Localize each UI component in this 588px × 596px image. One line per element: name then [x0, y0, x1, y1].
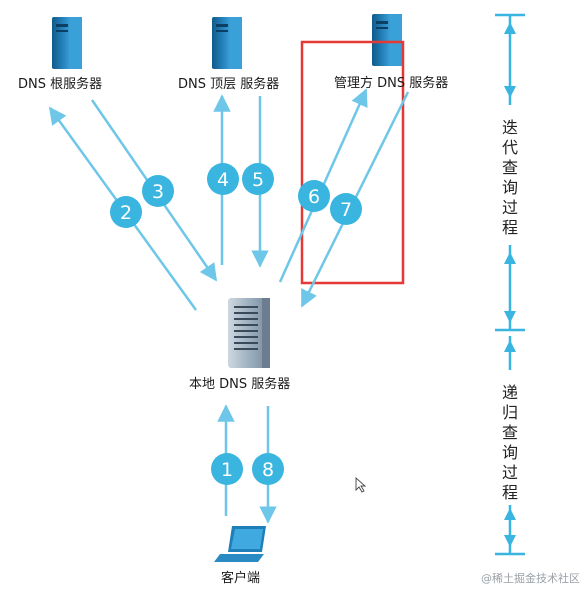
local-server-label: 本地 DNS 服务器 — [189, 377, 291, 392]
step-label-4: 4 — [217, 169, 229, 191]
step-label-3: 3 — [152, 181, 164, 203]
step-label-6: 6 — [308, 186, 320, 208]
laptop-icon — [214, 526, 266, 562]
client-label: 客户端 — [221, 571, 261, 586]
step-badge-8: 8 — [252, 453, 284, 485]
step-badge-4: 4 — [207, 163, 239, 195]
step-badge-5: 5 — [242, 163, 274, 195]
step-badge-3: 3 — [142, 175, 174, 207]
step-badge-1: 1 — [211, 453, 243, 485]
step-label-8: 8 — [262, 459, 274, 481]
step-badge-2: 2 — [110, 196, 142, 228]
recursive-query-label: 递归查询过程 — [501, 383, 518, 502]
step-badge-7: 7 — [330, 193, 362, 225]
root-server-label: DNS 根服务器 — [18, 77, 103, 92]
iterative-bracket — [495, 13, 525, 332]
highlight-box — [300, 40, 405, 285]
step-label-7: 7 — [340, 199, 352, 221]
root-server-icon — [52, 17, 82, 69]
tld-server-label: DNS 顶层 服务器 — [178, 77, 280, 92]
step-label-5: 5 — [252, 169, 264, 191]
authoritative-server-label: 管理方 DNS 服务器 — [334, 76, 449, 91]
watermark: @稀土掘金技术社区 — [481, 572, 580, 585]
step-label-2: 2 — [120, 202, 132, 224]
step-label-1: 1 — [221, 459, 233, 481]
mouse-cursor-icon — [355, 476, 367, 493]
local-server-icon — [228, 298, 270, 368]
tld-server-icon — [212, 17, 242, 69]
authoritative-server-icon — [372, 14, 402, 66]
step-badge-6: 6 — [298, 180, 330, 212]
iterative-query-label: 迭代查询过程 — [501, 118, 518, 237]
recursive-bracket — [495, 336, 525, 556]
